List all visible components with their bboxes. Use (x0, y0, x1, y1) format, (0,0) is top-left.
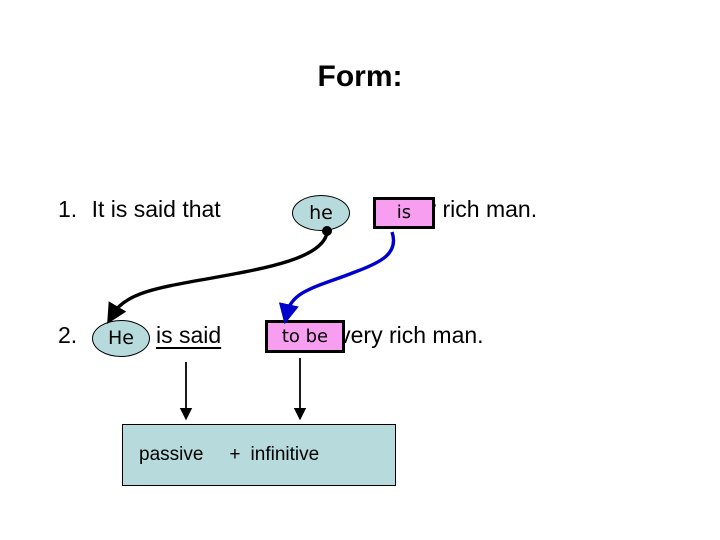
legend-content: passive + infinitive (123, 425, 395, 485)
subject-arrow-he-to-He (107, 232, 329, 324)
legend-passive-label: passive (139, 444, 204, 465)
line2-passive-text: is said (155, 322, 222, 348)
verb-highlight-is: is (373, 197, 435, 229)
line1-before-text: It is said that (91, 196, 221, 222)
infinitive-highlight-to-be: to be (265, 320, 345, 353)
page-title: Form: (317, 60, 403, 93)
verb-arrow-is-to-to-be (278, 231, 396, 325)
subject-highlight-he: he (292, 195, 350, 231)
legend-plus-sign: + (229, 444, 241, 465)
sentence-line-2: 2. is said a very rich man. (58, 322, 484, 349)
line2-number: 2. (58, 322, 78, 348)
subject-highlight-He: He (92, 320, 150, 357)
line1-number: 1. (58, 196, 78, 222)
legend-box: passive + infinitive (122, 424, 396, 486)
line2-after-text: a very rich man. (319, 322, 484, 348)
legend-infinitive-label: infinitive (250, 444, 320, 465)
